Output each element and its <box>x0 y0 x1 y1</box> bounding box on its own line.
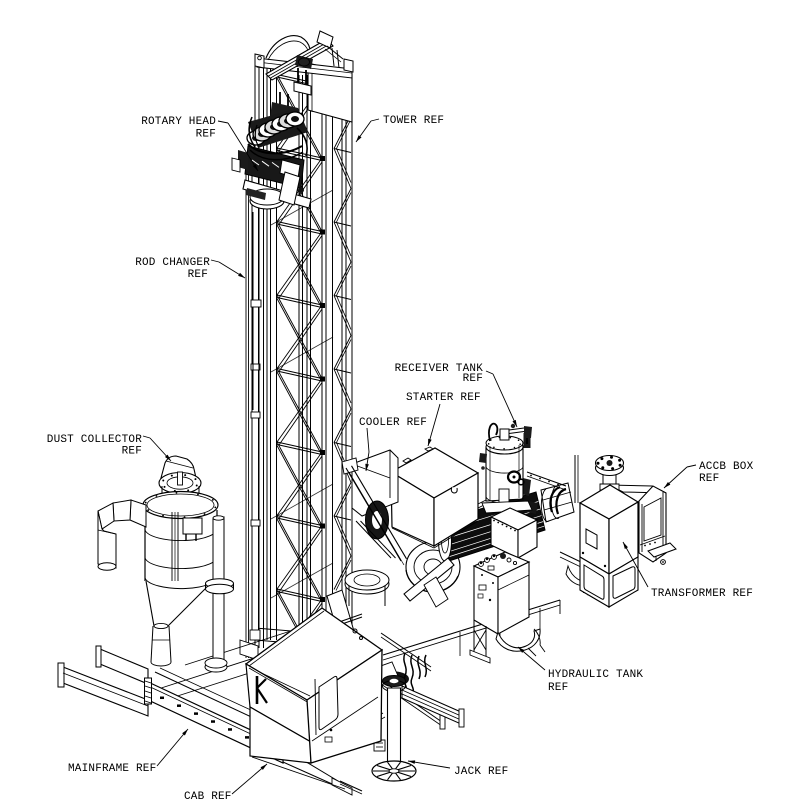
svg-text:REF: REF <box>188 269 208 281</box>
svg-text:REF: REF <box>196 129 216 141</box>
svg-text:ROTARY HEAD: ROTARY HEAD <box>141 116 216 128</box>
svg-text:HYDRAULIC TANK: HYDRAULIC TANK <box>548 669 643 681</box>
svg-text:DUST COLLECTOR: DUST COLLECTOR <box>47 434 142 446</box>
svg-text:REF: REF <box>548 682 568 694</box>
svg-text:REF: REF <box>699 473 719 485</box>
svg-text:REF: REF <box>122 446 142 458</box>
svg-text:RECEIVER TANK: RECEIVER TANK <box>395 363 484 375</box>
svg-text:REF: REF <box>463 373 483 385</box>
svg-text:ROD CHANGER: ROD CHANGER <box>135 257 210 269</box>
svg-text:COOLER REF: COOLER REF <box>359 417 427 429</box>
svg-text:TOWER REF: TOWER REF <box>383 115 444 127</box>
svg-text:STARTER REF: STARTER REF <box>406 392 481 404</box>
svg-text:MAINFRAME REF: MAINFRAME REF <box>68 763 156 775</box>
svg-text:ACCB BOX: ACCB BOX <box>699 461 754 473</box>
svg-text:TRANSFORMER REF: TRANSFORMER REF <box>651 588 753 600</box>
svg-text:JACK REF: JACK REF <box>454 766 508 778</box>
svg-text:CAB REF: CAB REF <box>184 791 232 800</box>
